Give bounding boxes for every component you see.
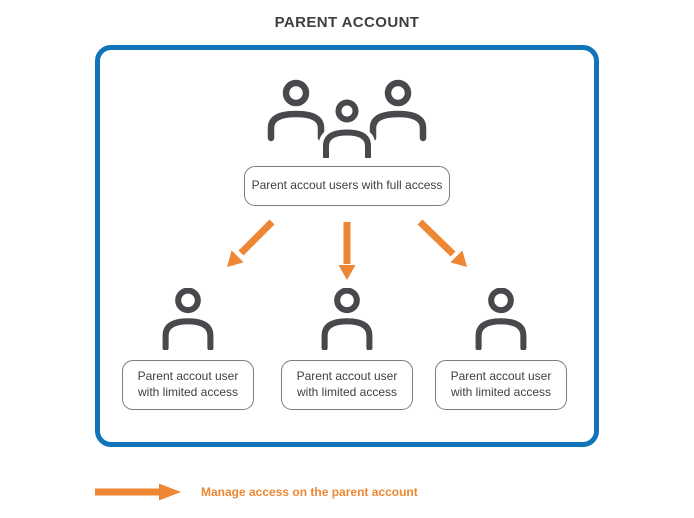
- right-arrow-icon: [95, 483, 181, 501]
- full-access-label: Parent accout users with full access: [251, 178, 443, 193]
- full-access-node: Parent accout users with full access: [244, 166, 450, 206]
- users-group-icon: [267, 79, 427, 158]
- page-title: PARENT ACCOUNT: [274, 14, 420, 31]
- limited-access-label: Parent accout user with limited access: [137, 369, 239, 399]
- limited-access-label: Parent accout user with limited access: [450, 369, 552, 399]
- user-icon: [162, 288, 214, 350]
- limited-access-label: Parent accout user with limited access: [296, 369, 398, 399]
- limited-access-node: Parent accout user with limited access: [435, 360, 567, 410]
- user-icon: [321, 288, 373, 350]
- limited-access-node: Parent accout user with limited access: [122, 360, 254, 410]
- user-icon: [475, 288, 527, 350]
- limited-access-node: Parent accout user with limited access: [281, 360, 413, 410]
- legend-label: Manage access on the parent account: [201, 485, 418, 499]
- connector-arrows-icon: [227, 219, 467, 280]
